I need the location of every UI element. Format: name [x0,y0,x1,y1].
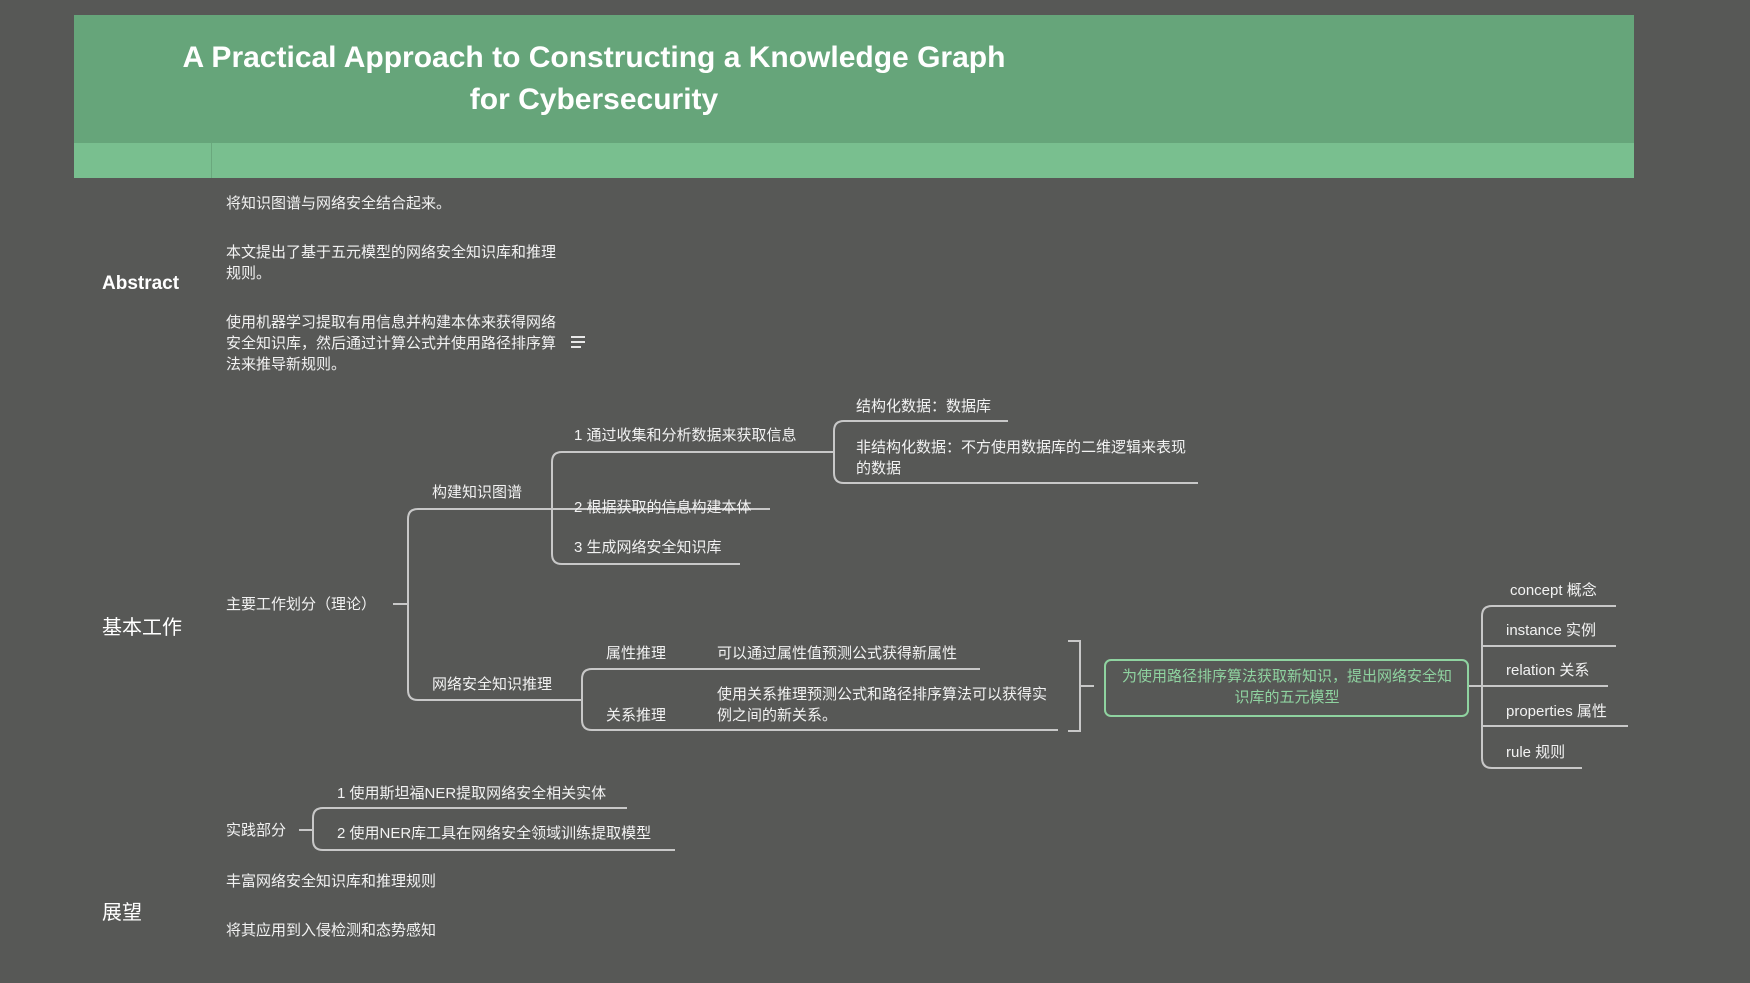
title-line-1: A Practical Approach to Constructing a K… [182,41,1006,74]
practice-item-2: 2 使用NER库工具在网络安全领域训练提取模型 [337,825,652,842]
title-banner: A Practical Approach to Constructing a K… [74,15,1634,143]
abstract-item-2: 本文提出了基于五元模型的网络安全知识库和推理规则。 [226,244,557,282]
data-type-structured: 结构化数据：数据库 [856,398,992,415]
abstract-item-3: 使用机器学习提取有用信息并构建本体来获得网络安全知识库，然后通过计算公式并使用路… [226,314,557,373]
section-outlook: 展望 [102,902,142,924]
practice-item-1: 1 使用斯坦福NER提取网络安全相关实体 [337,785,607,802]
element-relation: relation 关系 [1506,662,1590,679]
connector-practice [299,807,675,851]
section-abstract: Abstract [102,273,180,294]
title-line-2: for Cybersecurity [469,83,719,116]
section-basic-work: 基本工作 [102,617,182,639]
header-subbar [74,143,1634,178]
five-elements-underlines [1482,605,1628,769]
summary-box [1104,659,1469,717]
column-divider [211,143,212,178]
main-work-division: 主要工作划分（理论） [226,596,377,613]
step-3: 3 生成网络安全知识库 [574,539,722,556]
outlook-item-1: 丰富网络安全知识库和推理规则 [226,873,437,890]
connector-reasoning [576,668,1058,731]
step-2: 2 根据获取的信息构建本体 [574,499,752,516]
outlook-item-2: 将其应用到入侵检测和态势感知 [226,922,437,939]
attr-reasoning-desc: 可以通过属性值预测公式获得新属性 [717,645,958,662]
page-title: A Practical Approach to Constructing a K… [74,37,1114,121]
abstract-item-1: 将知识图谱与网络安全结合起来。 [226,195,452,212]
element-instance: instance 实例 [1506,622,1597,639]
connector-main [393,508,576,701]
rel-reasoning-label: 关系推理 [606,707,667,724]
element-concept: concept 概念 [1510,582,1597,599]
connector-data-types [830,420,1198,484]
node-build-kg: 构建知识图谱 [432,484,523,501]
element-properties: properties 属性 [1506,703,1607,720]
node-reasoning: 网络安全知识推理 [432,676,553,693]
note-icon[interactable] [571,336,585,348]
attr-reasoning-label: 属性推理 [606,645,667,662]
step-1: 1 通过收集和分析数据来获取信息 [574,427,797,444]
data-type-unstructured: 非结构化数据：不方使用数据库的二维逻辑来表现的数据 [856,439,1187,477]
element-rule: rule 规则 [1506,744,1566,761]
connector-build-kg [548,451,830,565]
summary-bracket [1068,640,1094,732]
rel-reasoning-desc: 使用关系推理预测公式和路径排序算法可以获得实例之间的新关系。 [717,686,1048,724]
five-element-model-summary: 为使用路径排序算法获取新知识，提出网络安全知识库的五元模型 [1121,668,1452,706]
node-practice: 实践部分 [226,822,287,839]
